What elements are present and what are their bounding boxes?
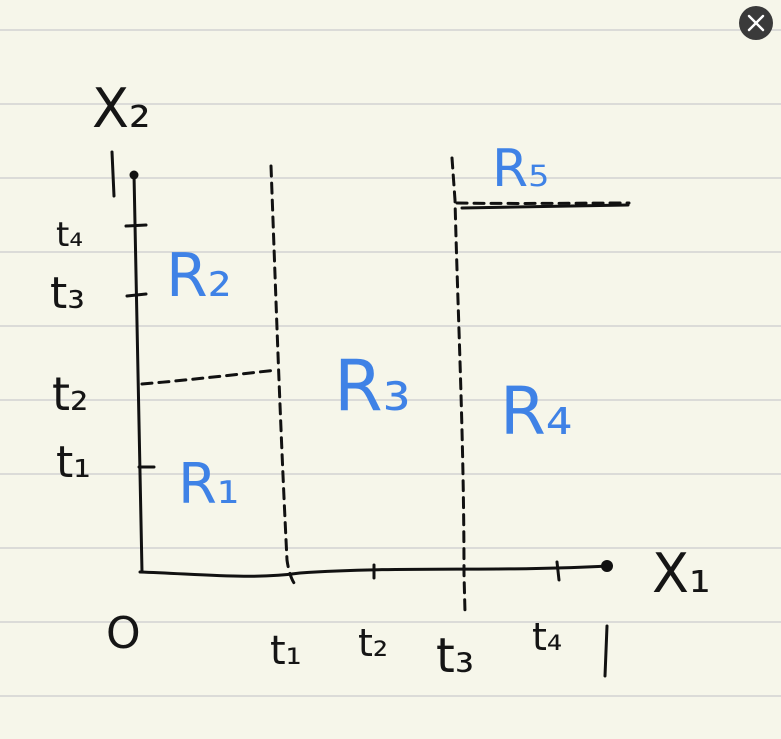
region-label-r5: R₅: [492, 139, 549, 199]
y-end-mark: [110, 150, 116, 198]
split-y-t2: [140, 368, 279, 386]
y-axis-title: X₂: [92, 77, 151, 140]
x-axis-end-dot: [601, 560, 613, 572]
split-x-t3: [450, 156, 467, 614]
ruled-lines: [0, 29, 781, 697]
y-tick-mark-t4: [124, 223, 148, 228]
region-label-r4: R₄: [500, 373, 572, 450]
y-tick-mark-t3: [125, 292, 148, 298]
region-label-r1: R₁: [178, 452, 239, 517]
x-tick-mark-t4: [555, 560, 561, 582]
x-axis-title: X₁: [652, 542, 711, 605]
y-tick-label: t₁: [56, 437, 91, 488]
x-tick-label: t₄: [532, 615, 562, 659]
split-x-t1: [269, 164, 299, 588]
y-tick-label: t₃: [50, 268, 85, 319]
x-tick-label: t₁: [270, 628, 302, 674]
origin-label: O: [106, 608, 141, 659]
region-label-r3: R₃: [334, 345, 411, 427]
close-button[interactable]: [739, 6, 773, 40]
y-axis-end-dot: [129, 170, 139, 180]
y-tick-label: t₂: [52, 367, 88, 421]
x-axis-line: [138, 564, 609, 578]
y-axis-line: [132, 172, 144, 574]
x-tick-label: t₂: [358, 621, 388, 665]
y-tick-label: t₄: [56, 215, 83, 255]
x-tick-label: t₃: [436, 628, 474, 684]
x-end-label: 1: [0, 0, 1, 1]
x-end-mark: [603, 624, 609, 678]
close-icon: [747, 14, 765, 32]
split-y-t4-underline: [460, 203, 630, 210]
region-label-r2: R₂: [166, 241, 232, 311]
